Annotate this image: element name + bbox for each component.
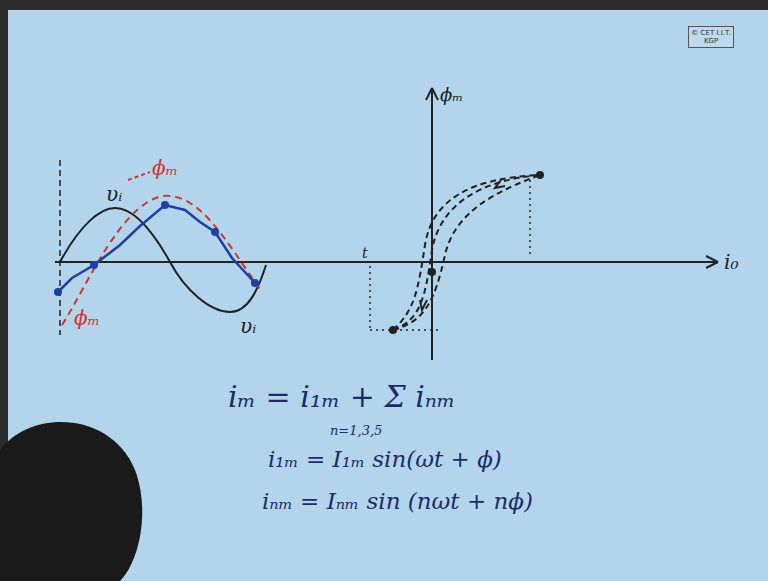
axis-label: ϕₘ [440,86,463,104]
dot [536,171,544,179]
axis [55,261,718,263]
axis-label: i₀ [724,252,738,272]
equation-index: n=1,3,5 [330,424,382,437]
axis [59,160,61,335]
loop-branch [393,175,540,330]
sample-dots [54,201,259,296]
equation: iₙₘ = Iₙₘ sin (nωt + nϕ) [262,490,533,513]
signal-name: ϕₘ [74,308,100,328]
axis-label: t [362,246,368,260]
equation: iₘ = i₁ₘ + Σ iₙₘ [228,382,455,412]
arrow [420,180,505,310]
person [0,422,142,581]
equation: i₁ₘ = I₁ₘ sin(ωt + ϕ) [268,448,502,471]
flux-wave [62,196,262,325]
arrow [706,256,718,268]
watermark: © CET I.I.T. KGP [688,26,734,48]
leader [128,172,150,180]
loop-branch [393,175,540,330]
current-wave [58,205,255,292]
signal-name: υᵢ [240,316,256,336]
dot [428,268,436,276]
arrow [426,88,438,100]
signal-name: ϕₘ [152,158,178,178]
signal-name: υᵢ [106,184,122,204]
guide-lines [370,180,530,330]
loop-branch [393,175,540,330]
